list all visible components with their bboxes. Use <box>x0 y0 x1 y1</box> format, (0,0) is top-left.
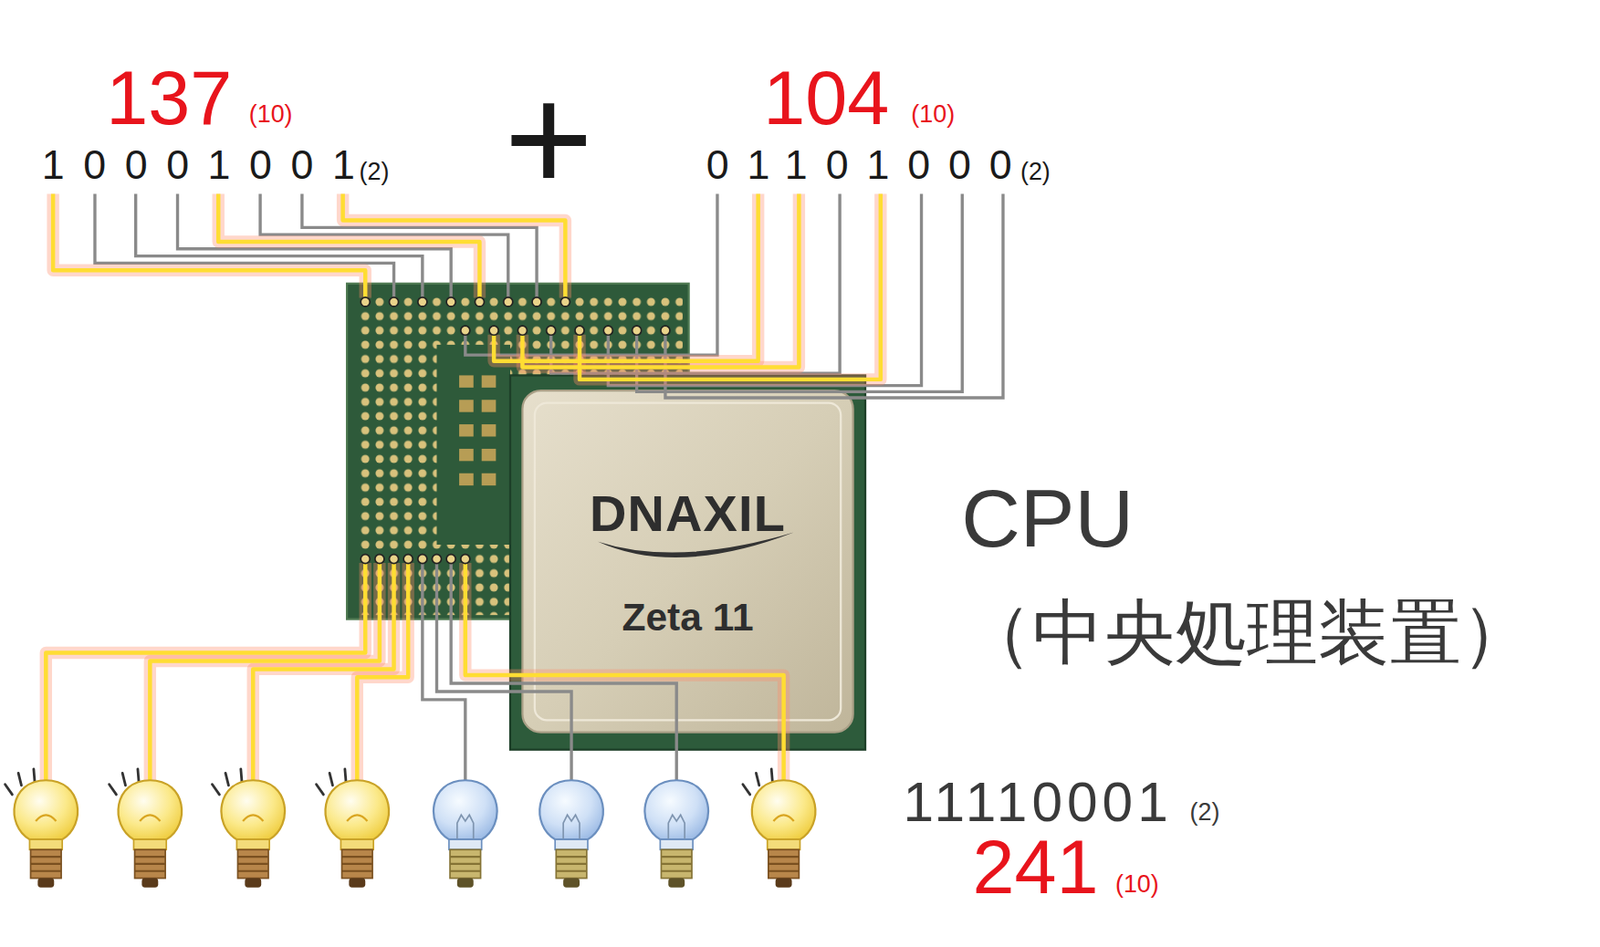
binary-result: 11110001 <box>902 774 1172 830</box>
binary-value: 01101000 <box>706 144 1031 186</box>
decimal-result: 241 <box>972 830 1099 907</box>
radix-subscript: (2) <box>1190 799 1221 825</box>
cpu-package <box>510 375 866 750</box>
binary-value: 10001001 <box>41 144 375 186</box>
radix-subscript: (2) <box>1020 158 1051 184</box>
cpu-subheading: （中央処理装置） <box>961 596 1533 669</box>
cpu-chip: DNAXIL Zeta 11 <box>522 390 853 733</box>
radix-subscript: (10) <box>249 102 293 127</box>
model-name: Zeta 11 <box>522 597 853 637</box>
plus-operator: + <box>503 62 594 216</box>
wire-on <box>45 193 881 781</box>
radix-subscript: (10) <box>910 102 955 127</box>
wire-glow <box>45 193 881 781</box>
cpu-heading: CPU <box>961 478 1134 560</box>
light-bulb <box>5 769 816 889</box>
brand-name: DNAXIL <box>522 489 853 541</box>
decimal-value: 137 <box>105 61 232 137</box>
radix-subscript: (2) <box>359 158 390 184</box>
radix-subscript: (10) <box>1115 872 1160 898</box>
decimal-value: 104 <box>763 61 889 137</box>
wire-off <box>94 193 1004 781</box>
